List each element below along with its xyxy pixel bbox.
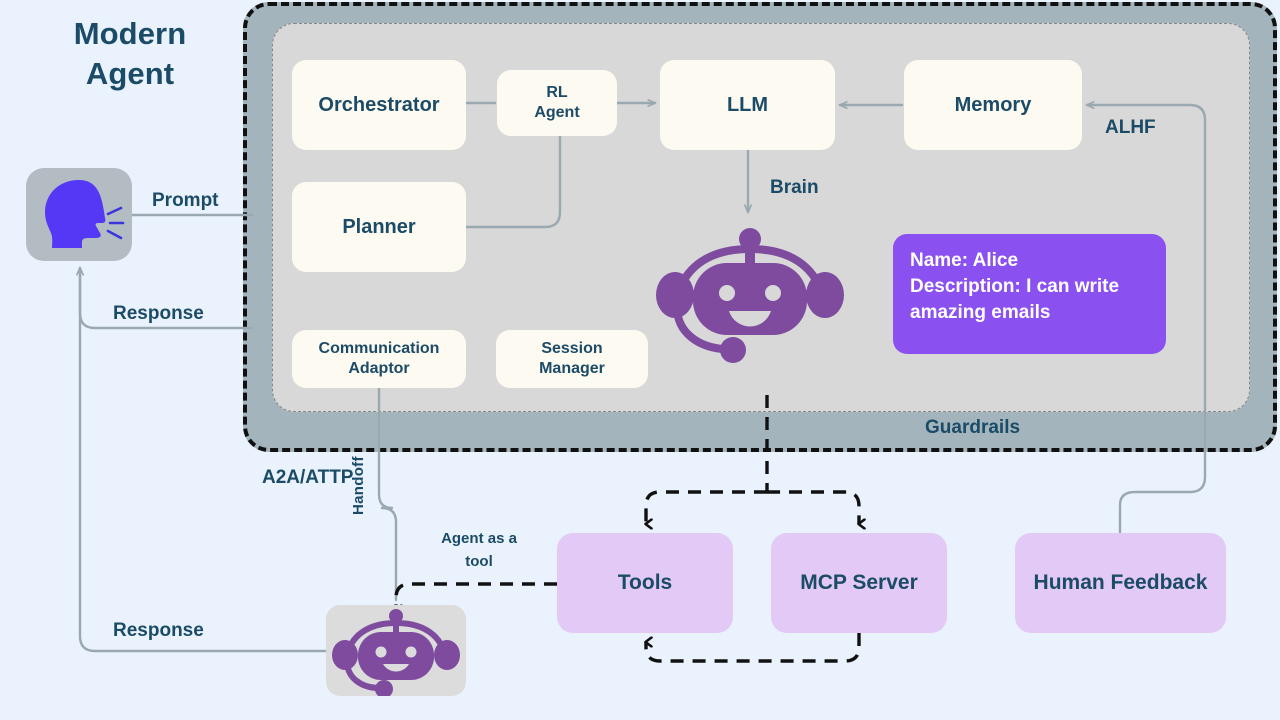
- speaking-head-icon: [26, 168, 132, 261]
- component-llm[interactable]: LLM: [660, 60, 835, 150]
- sub-agent-robot-headset-icon: [326, 605, 466, 698]
- edge-label-alhf: ALHF: [1105, 117, 1156, 138]
- guardrails-label: Guardrails: [925, 417, 1021, 438]
- node-human-feedback-label: Human Feedback: [1033, 571, 1208, 594]
- persona-card: Name: Alice Description: I can write ama…: [893, 234, 1166, 354]
- robot-headset-icon: [655, 215, 845, 365]
- edge-label-response-bottom: Response: [113, 620, 204, 641]
- component-session-manager[interactable]: Session Manager: [496, 330, 648, 388]
- component-llm-label: LLM: [726, 93, 769, 116]
- component-orchestrator[interactable]: Orchestrator: [292, 60, 466, 150]
- component-session-manager-label: Session Manager: [539, 340, 605, 377]
- node-tools-label: Tools: [617, 571, 673, 594]
- component-planner-label: Planner: [342, 215, 416, 238]
- edge-label-a2a-attp: A2A/ATTP: [262, 467, 354, 488]
- component-rl-agent[interactable]: RL Agent: [497, 70, 617, 136]
- node-mcp-server-label: MCP Server: [800, 571, 918, 594]
- page-title-line1: Modern: [73, 16, 187, 51]
- component-communication-adaptor[interactable]: Communication Adaptor: [292, 330, 466, 388]
- node-human-feedback[interactable]: Human Feedback: [1015, 533, 1226, 633]
- component-communication-adaptor-label: Communication Adaptor: [318, 340, 440, 377]
- edge-label-handoff: Handoff: [350, 456, 367, 515]
- edge-label-response-top: Response: [113, 303, 204, 324]
- component-memory[interactable]: Memory: [904, 60, 1082, 150]
- component-memory-label: Memory: [954, 93, 1032, 116]
- component-orchestrator-label: Orchestrator: [318, 93, 440, 116]
- component-planner[interactable]: Planner: [292, 182, 466, 272]
- wire-mcp-tools: [646, 633, 861, 663]
- persona-name: Name: Alice: [910, 250, 1019, 271]
- persona-description: Description: I can write amazing emails: [910, 276, 1120, 324]
- component-rl-agent-label: RL Agent: [534, 84, 580, 121]
- edge-label-prompt: Prompt: [152, 190, 219, 211]
- edge-label-brain: Brain: [770, 177, 819, 198]
- page-title-line2: Agent: [85, 55, 175, 91]
- page-title: Modern Agent: [30, 14, 230, 93]
- wire-trunk-mcp: [766, 490, 859, 524]
- node-mcp-server[interactable]: MCP Server: [771, 533, 947, 633]
- wire-trunk-tools: [646, 490, 768, 524]
- edge-label-agent-as-a-tool: Agent as a tool: [441, 530, 517, 570]
- node-tools[interactable]: Tools: [557, 533, 733, 633]
